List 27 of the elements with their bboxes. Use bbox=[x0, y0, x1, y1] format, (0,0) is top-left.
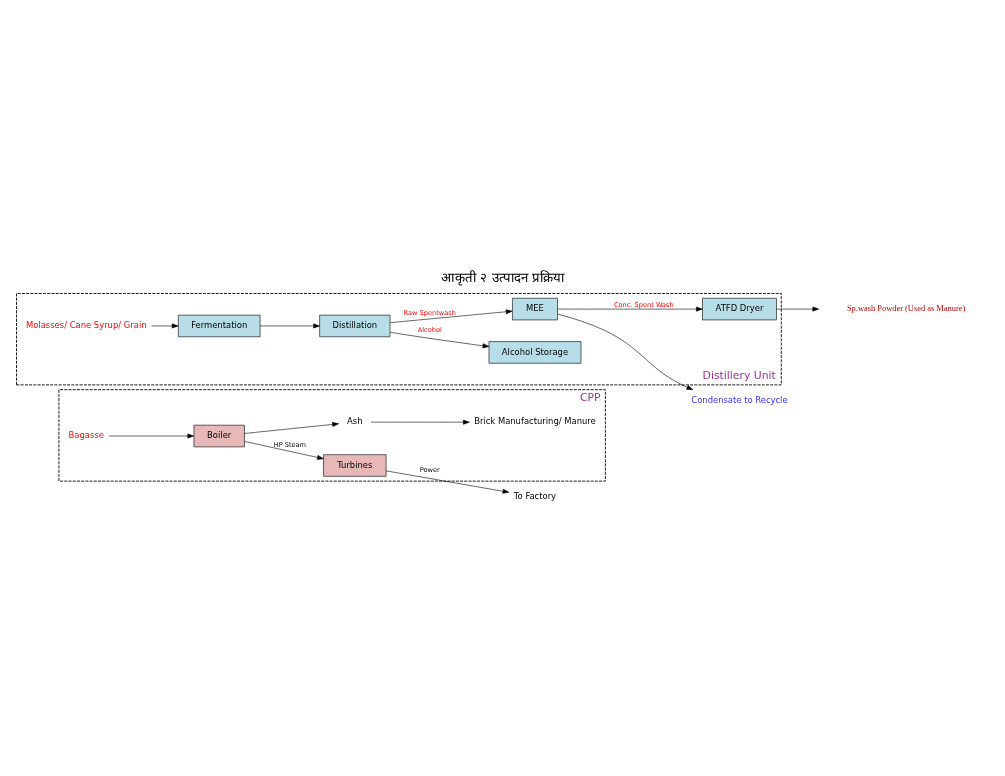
arrow bbox=[259, 323, 320, 328]
arrow bbox=[244, 421, 339, 434]
arrow bbox=[389, 308, 513, 323]
node-text: Sp.wash Powder (Used as Manure) bbox=[846, 302, 966, 313]
arrow bbox=[776, 306, 820, 311]
node-box: Turbines bbox=[323, 453, 387, 477]
arrow bbox=[557, 313, 694, 390]
arrow bbox=[389, 331, 490, 348]
node-text: Ash bbox=[347, 415, 363, 426]
node-text: Bagasse bbox=[68, 429, 104, 440]
node-text: To Factory bbox=[513, 490, 557, 501]
arrow bbox=[385, 470, 510, 494]
arrow bbox=[244, 440, 324, 460]
diagram-title: आकृती २ उत्पादन प्रक्रिया bbox=[441, 269, 564, 285]
node-text: Molasses/ Cane Syrup/ Grain bbox=[25, 319, 147, 330]
node-text: Brick Manufacturing/ Manure bbox=[474, 415, 596, 426]
arrow bbox=[108, 433, 195, 438]
node-box: MEE bbox=[512, 297, 558, 320]
node-box: Alcohol Storage bbox=[488, 340, 582, 364]
node-box: ATFD Dryer bbox=[702, 297, 777, 320]
arrow bbox=[151, 323, 179, 328]
node-box: Distillation bbox=[319, 314, 391, 337]
node-box: Fermentation bbox=[178, 314, 261, 337]
node-text: Condensate to Recycle bbox=[691, 394, 788, 405]
arrow bbox=[370, 419, 470, 425]
node-box: Boiler bbox=[193, 424, 245, 447]
arrow bbox=[557, 306, 703, 311]
